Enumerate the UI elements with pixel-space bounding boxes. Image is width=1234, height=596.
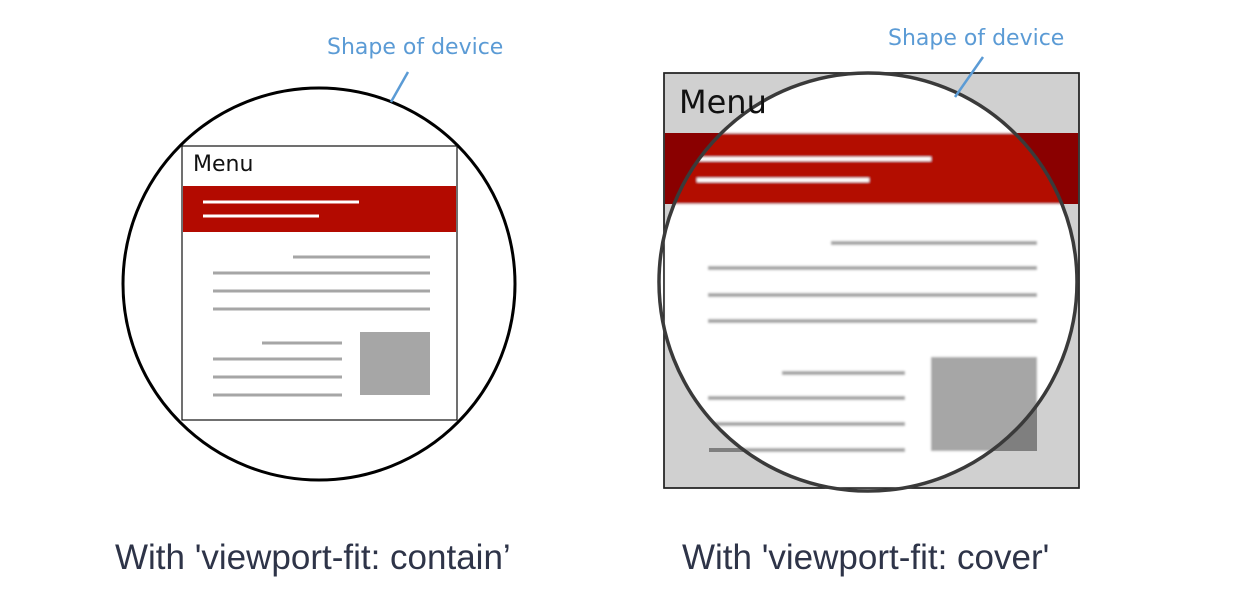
contain-annotation-pointer — [389, 71, 410, 103]
cover-annotation-label: Shape of device — [888, 26, 1065, 51]
contain-image-placeholder — [360, 332, 430, 395]
cover-red-banner — [665, 133, 1077, 204]
cover-annotation-pointer — [953, 56, 985, 98]
cover-caption: With 'viewport-fit: cover' — [682, 538, 1050, 577]
contain-menu-label: Menu — [193, 152, 254, 177]
contain-red-banner — [183, 186, 456, 232]
cover-device-circle — [657, 71, 1079, 493]
contain-annotation-label: Shape of device — [327, 35, 504, 60]
contain-diagram — [121, 71, 517, 482]
cover-menu-label: Menu — [679, 83, 767, 121]
cover-diagram — [657, 56, 1080, 493]
contain-caption: With 'viewport-fit: contain’ — [115, 538, 511, 577]
